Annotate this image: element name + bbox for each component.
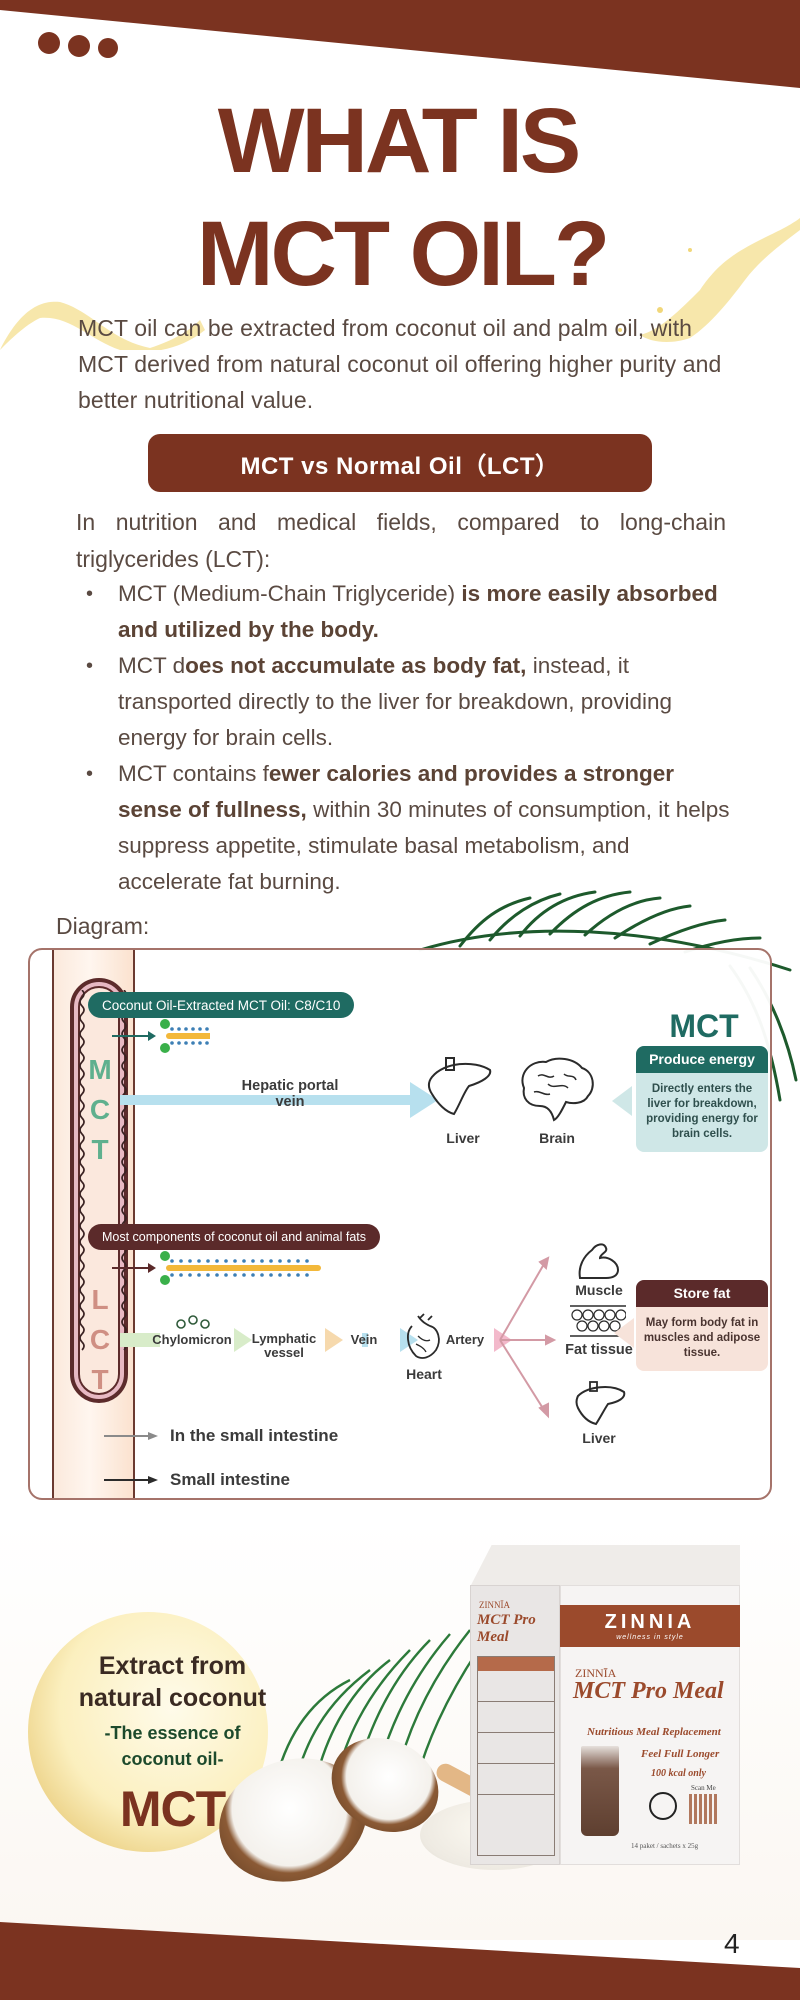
mct-source-bubble: Coconut Oil-Extracted MCT Oil: C8/C10 bbox=[88, 992, 355, 1018]
mct-card-pointer-icon bbox=[612, 1086, 632, 1116]
villi-wave-icon bbox=[79, 990, 127, 1351]
legend-inner-label: In the small intestine bbox=[170, 1426, 339, 1445]
mct-vertical-label: M C T bbox=[88, 1054, 112, 1165]
hepatic-portal-label: Hepatic portal vein bbox=[241, 1078, 339, 1110]
produce-energy-body: Directly enters the liver for breakdown,… bbox=[636, 1073, 768, 1152]
list-item: •MCT contains fewer calories and provide… bbox=[78, 756, 738, 900]
product-box-side: ZINNĪA MCT Pro Meal bbox=[470, 1585, 560, 1865]
bullet-icon: • bbox=[86, 763, 94, 785]
hepatic-portal-arrow bbox=[120, 1082, 438, 1118]
lct-pathway-arrows bbox=[120, 1328, 512, 1352]
lct-card-pointer-icon bbox=[614, 1318, 634, 1348]
intestinal-lumen-core bbox=[78, 986, 120, 1395]
brain-icon bbox=[521, 1057, 594, 1122]
muscle-icon bbox=[578, 1243, 620, 1279]
store-fat-body: May form body fat in muscles and adipose… bbox=[636, 1307, 768, 1371]
fat-tissue-label: Fat tissue bbox=[565, 1342, 633, 1358]
mct-molecule-icon bbox=[112, 1019, 210, 1053]
chylomicron-icon bbox=[176, 1315, 210, 1329]
artery-branch-arrows bbox=[499, 1256, 557, 1419]
lymphatic-vessel-label: Lymphatic vessel bbox=[251, 1331, 317, 1360]
store-fat-card: Store fat May form body fat in muscles a… bbox=[636, 1280, 768, 1371]
benefit-list: •MCT (Medium-Chain Triglyceride) is more… bbox=[78, 576, 738, 900]
lct-vertical-label: L C T bbox=[89, 1284, 111, 1395]
brain-label: Brain bbox=[539, 1130, 575, 1146]
top-banner-shape bbox=[0, 0, 800, 88]
chylomicron-label: Chylomicron bbox=[152, 1332, 232, 1347]
diagram-label: Diagram: bbox=[56, 913, 150, 939]
brand-banner: ZINNIA wellness in style bbox=[560, 1605, 740, 1647]
oil-splash-decoration bbox=[0, 218, 800, 350]
produce-energy-title: Produce energy bbox=[636, 1046, 768, 1073]
page-title-line2: MCT OIL? bbox=[196, 203, 610, 305]
heart-label: Heart bbox=[406, 1366, 442, 1382]
dot-icon bbox=[68, 35, 90, 57]
bottom-banner-shape bbox=[0, 1922, 800, 2000]
dot-icon bbox=[38, 32, 60, 54]
liver-icon bbox=[575, 1381, 626, 1426]
liver-icon bbox=[428, 1057, 492, 1116]
produce-energy-card: Produce energy Directly enters the liver… bbox=[636, 1046, 768, 1152]
mct-side-title: MCT bbox=[669, 1008, 739, 1044]
product-box-top bbox=[470, 1545, 740, 1587]
lct-molecule-icon bbox=[112, 1251, 321, 1285]
liver-label-lct: Liver bbox=[582, 1430, 616, 1446]
comparison-heading: MCT vs Normal Oil（LCT） bbox=[148, 434, 652, 492]
heart-icon bbox=[407, 1313, 440, 1359]
muscle-label: Muscle bbox=[575, 1282, 623, 1298]
artery-label: Artery bbox=[445, 1332, 485, 1347]
intro-paragraph: MCT oil can be extracted from coconut oi… bbox=[78, 315, 722, 413]
halal-logo-icon bbox=[649, 1792, 677, 1820]
decorative-dots bbox=[38, 32, 118, 58]
product-box: ZINNĪA MCT Pro Meal ZINNĪA MCT Pro Meal … bbox=[470, 1545, 740, 1865]
list-item: •MCT (Medium-Chain Triglyceride) is more… bbox=[78, 576, 738, 648]
page-title-line1: WHAT IS bbox=[217, 90, 582, 192]
liver-label: Liver bbox=[446, 1130, 480, 1146]
dot-icon bbox=[98, 38, 118, 58]
list-item: •MCT does not accumulate as body fat, in… bbox=[78, 648, 738, 756]
page-number: 4 bbox=[724, 1928, 740, 1959]
bullet-icon: • bbox=[86, 655, 94, 677]
qr-code-icon bbox=[689, 1794, 719, 1824]
nutrition-table bbox=[477, 1656, 555, 1856]
vein-label: Vein bbox=[350, 1332, 378, 1347]
lct-source-bubble: Most components of coconut oil and anima… bbox=[88, 1224, 381, 1250]
chocolate-drink-glass-image bbox=[581, 1746, 619, 1836]
fat-tissue-icon bbox=[570, 1305, 626, 1337]
digestion-diagram: M C T L C T Coconut Oil-Extracted MCT Oi… bbox=[28, 948, 772, 1500]
store-fat-title: Store fat bbox=[636, 1280, 768, 1307]
promo-mct-text: MCT bbox=[119, 1781, 226, 1837]
legend-arrows bbox=[104, 1432, 158, 1484]
bullet-icon: • bbox=[86, 583, 94, 605]
legend-outer-label: Small intestine bbox=[170, 1470, 290, 1489]
lead-paragraph: In nutrition and medical fields, compare… bbox=[76, 509, 726, 572]
